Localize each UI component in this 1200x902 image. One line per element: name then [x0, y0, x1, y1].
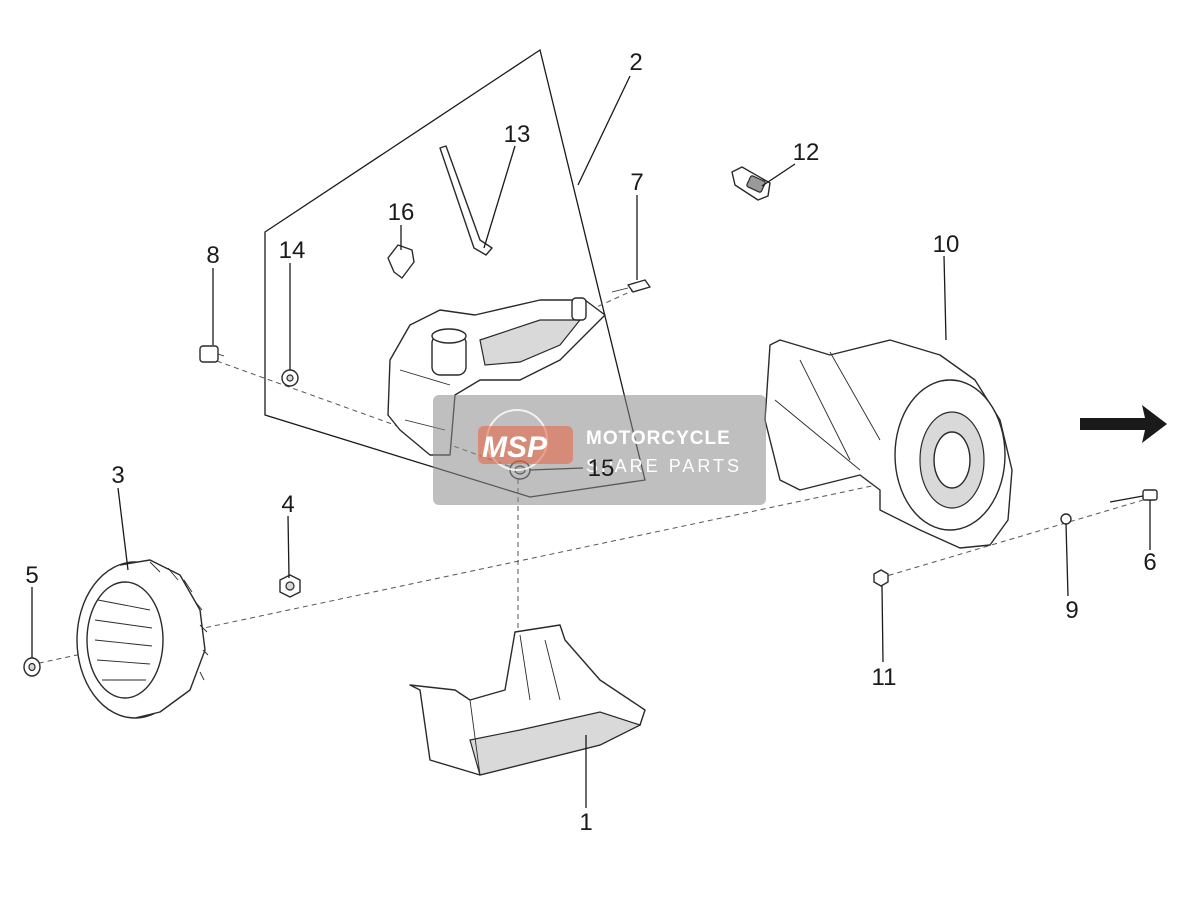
watermark: MSP MOTORCYCLE SPARE PARTS — [433, 395, 766, 505]
callout-10: 10 — [933, 231, 960, 258]
callout-7: 7 — [630, 169, 643, 196]
part-nut-11 — [873, 569, 889, 587]
watermark-logo: MSP — [482, 431, 548, 464]
part-clip-13 — [439, 145, 493, 256]
part-washer-9 — [1060, 513, 1072, 525]
callout-9: 9 — [1065, 597, 1078, 624]
callout-labels: 1 2 3 4 5 6 7 8 9 10 11 12 13 14 15 16 — [25, 49, 1156, 836]
callout-14: 14 — [279, 237, 306, 264]
part-lower-shroud — [409, 624, 646, 776]
watermark-line1: MOTORCYCLE — [586, 428, 731, 449]
callout-12: 12 — [793, 139, 820, 166]
part-fan-cover — [764, 339, 1013, 549]
callout-16: 16 — [388, 199, 415, 226]
part-sensor-12 — [731, 166, 771, 201]
part-nut-4 — [279, 574, 301, 598]
part-clip-16 — [387, 244, 415, 279]
callout-15: 15 — [588, 455, 615, 482]
callout-13: 13 — [504, 121, 531, 148]
callout-4: 4 — [281, 491, 294, 518]
part-bolt-8 — [199, 345, 225, 363]
part-washer-5 — [23, 657, 41, 677]
callout-3: 3 — [111, 462, 124, 489]
callout-6: 6 — [1143, 549, 1156, 576]
callout-2: 2 — [629, 49, 642, 76]
callout-11: 11 — [872, 664, 897, 691]
callout-leaders — [31, 75, 1151, 808]
callout-1: 1 — [579, 809, 592, 836]
part-cooling-fan — [76, 559, 209, 719]
callout-5: 5 — [25, 562, 38, 589]
watermark-line2: SPARE PARTS — [586, 456, 742, 476]
arrow-right-icon — [1080, 405, 1167, 443]
part-screw-7 — [611, 279, 651, 293]
callout-8: 8 — [206, 242, 219, 269]
part-grommet-14 — [281, 369, 299, 387]
